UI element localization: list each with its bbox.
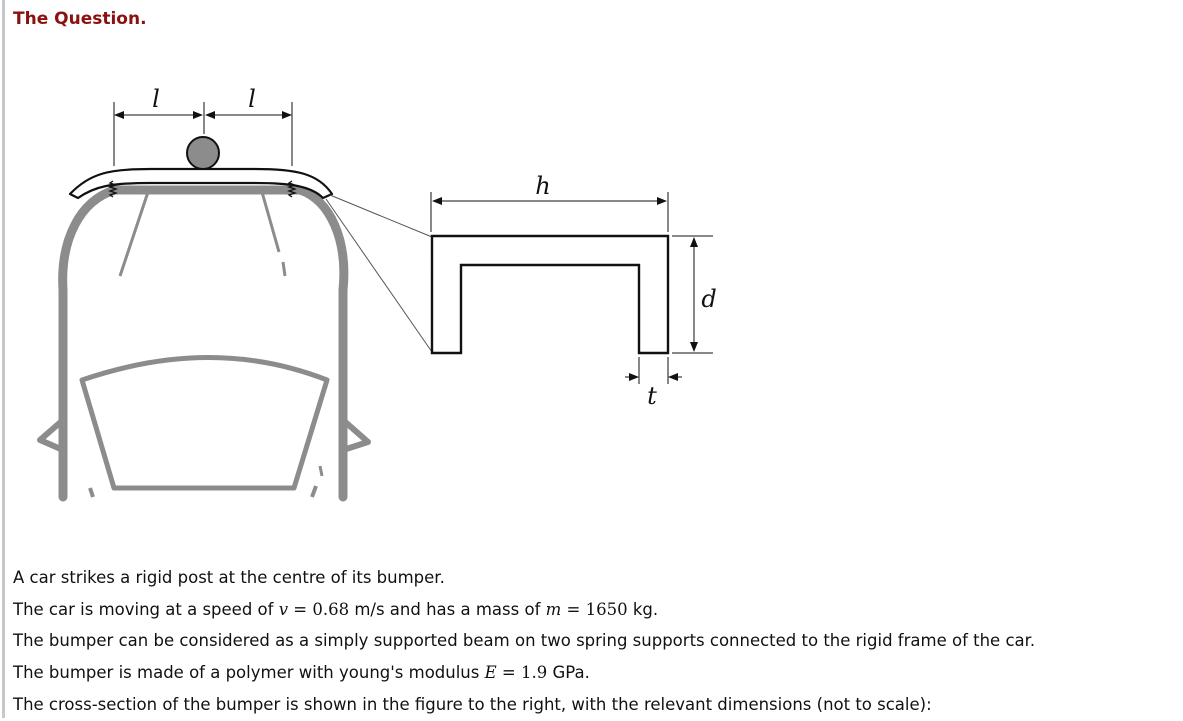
statement-line-3: The bumper can be considered as a simply… bbox=[13, 631, 1036, 651]
speed-variable: v bbox=[278, 599, 289, 619]
statement-line-2: The car is moving at a speed of v = 0.68… bbox=[13, 594, 1173, 626]
bumper-figure: l l h d t bbox=[37, 85, 717, 502]
left-border bbox=[2, 0, 5, 718]
car-outline bbox=[58, 185, 349, 502]
problem-statement: A car strikes a rigid post at the centre… bbox=[13, 562, 1173, 721]
depth-dimension: d bbox=[672, 235, 717, 354]
mass-unit: kg. bbox=[627, 599, 659, 619]
modulus-value: = 1.9 bbox=[496, 663, 548, 683]
car-pillar-left bbox=[88, 487, 95, 498]
cross-section bbox=[430, 234, 670, 355]
label-depth: d bbox=[701, 285, 716, 313]
car-door-mark bbox=[318, 465, 324, 477]
label-span-right: l bbox=[248, 85, 256, 113]
modulus-variable: E bbox=[484, 663, 497, 683]
spring-left bbox=[107, 180, 119, 198]
mass-value: = 1650 bbox=[561, 599, 628, 619]
mass-variable: m bbox=[545, 599, 562, 619]
bumper bbox=[68, 167, 334, 200]
leader-line-bottom bbox=[325, 198, 433, 353]
car-windshield bbox=[79, 355, 330, 491]
speed-value: = 0.68 bbox=[288, 599, 350, 619]
car-pillar-right bbox=[310, 485, 318, 498]
width-dimension: h bbox=[430, 172, 669, 232]
modulus-unit: GPa. bbox=[547, 663, 590, 683]
label-width: h bbox=[535, 172, 550, 200]
thickness-dimension: t bbox=[625, 357, 682, 410]
car-mirror-right bbox=[341, 417, 371, 453]
spring-right bbox=[286, 180, 298, 198]
car-hood-right bbox=[260, 191, 281, 253]
rigid-post bbox=[186, 136, 220, 170]
statement-line-5: The cross-section of the bumper is shown… bbox=[13, 694, 932, 714]
label-thickness: t bbox=[647, 382, 657, 410]
speed-unit: m/s and has a mass of bbox=[349, 599, 546, 619]
span-dimensions: l l bbox=[113, 85, 293, 166]
statement-line-4: The bumper is made of a polymer with you… bbox=[13, 657, 1173, 689]
car-mirror-left bbox=[37, 417, 65, 453]
question-title: The Question. bbox=[13, 9, 147, 29]
car-hood-left bbox=[118, 191, 150, 277]
speed-prefix: The car is moving at a speed of bbox=[13, 599, 279, 619]
statement-line-1: A car strikes a rigid post at the centre… bbox=[13, 568, 445, 587]
leader-line-top bbox=[329, 194, 433, 238]
label-span-left: l bbox=[152, 85, 160, 113]
car-illustration bbox=[37, 185, 371, 502]
car-hood-mark bbox=[281, 261, 287, 277]
modulus-prefix: The bumper is made of a polymer with you… bbox=[13, 663, 485, 683]
